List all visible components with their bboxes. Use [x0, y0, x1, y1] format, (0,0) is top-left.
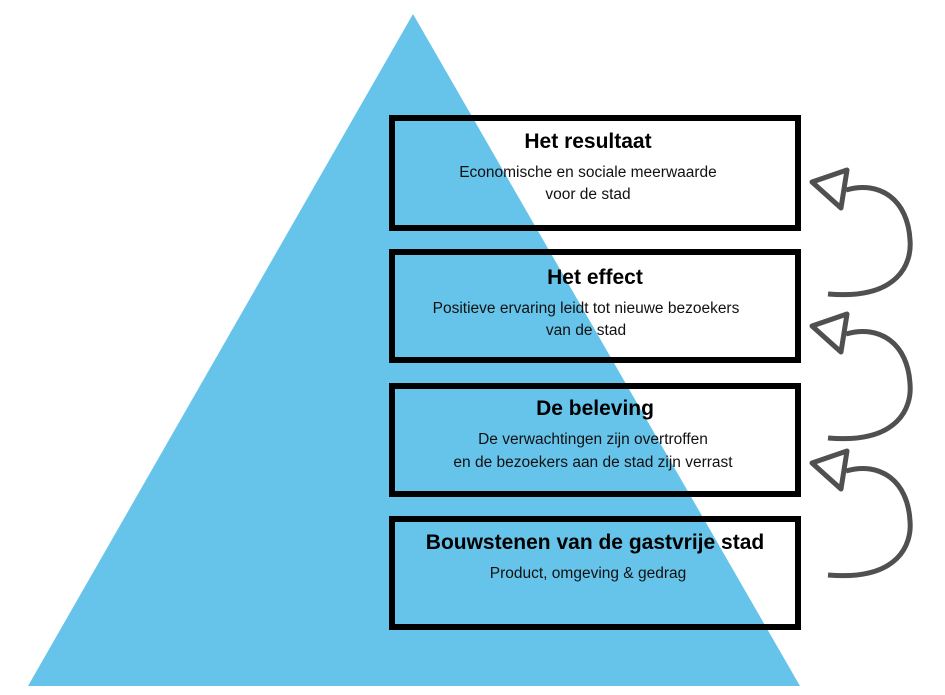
level-text-line: van de stad — [546, 322, 626, 339]
level-title: Het resultaat — [524, 130, 651, 153]
level-box-result: Het resultaat Economische en sociale mee… — [389, 115, 801, 231]
level-text-line: voor de stad — [545, 186, 630, 203]
level-text-line: en de bezoekers aan de stad zijn verrast — [453, 454, 733, 471]
level-text-line: De verwachtingen zijn overtroffen — [478, 431, 708, 448]
level-text-line: Positieve ervaring leidt tot nieuwe bezo… — [433, 300, 740, 317]
level-box-building-blocks: Bouwstenen van de gastvrije stad Product… — [389, 516, 801, 630]
level-title: Het effect — [547, 266, 643, 289]
level-box-effect: Het effect Positieve ervaring leidt tot … — [389, 249, 801, 363]
level-title: De beleving — [536, 397, 654, 420]
curved-up-arrow-icon — [809, 167, 913, 298]
level-title: Bouwstenen van de gastvrije stad — [426, 531, 764, 554]
curved-up-arrow-icon — [809, 311, 913, 442]
level-text-line: Product, omgeving & gedrag — [490, 565, 686, 582]
level-text-line: Economische en sociale meerwaarde — [459, 164, 717, 181]
level-box-experience: De beleving De verwachtingen zijn overtr… — [389, 383, 801, 497]
curved-up-arrow-icon — [809, 448, 913, 579]
